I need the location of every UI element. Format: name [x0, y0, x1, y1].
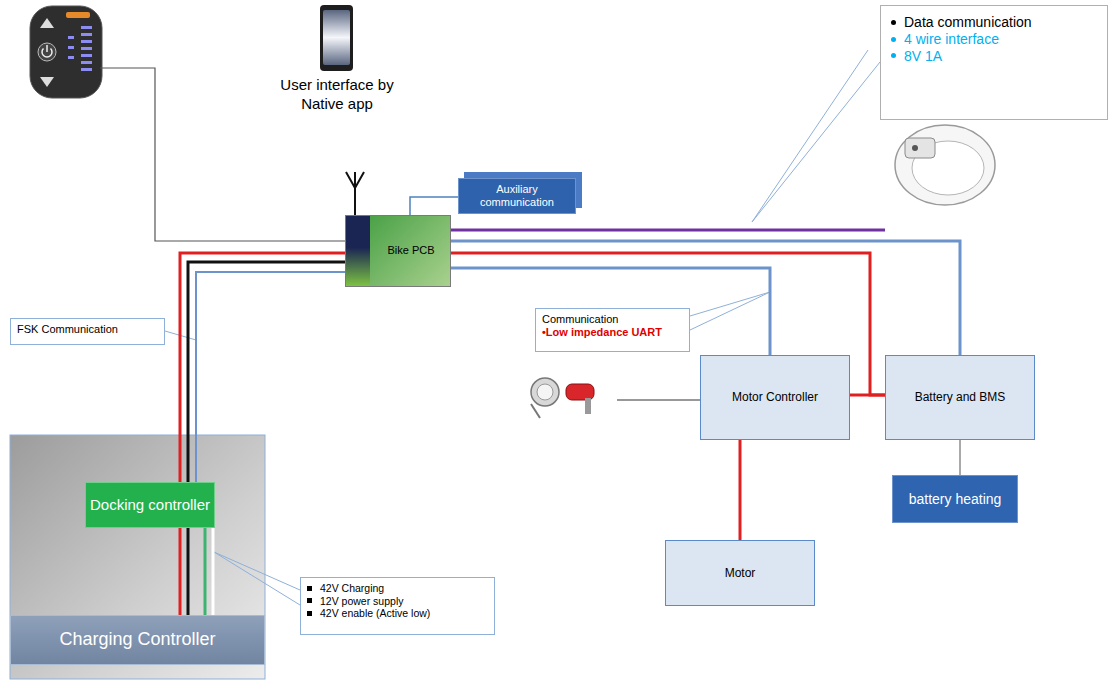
- process-box: Motor: [665, 540, 815, 606]
- node-text: 4 wire interface: [904, 31, 999, 47]
- text-row: Auxiliary communication: [463, 183, 571, 209]
- text-row: Communication: [542, 313, 618, 326]
- bullet-mark: [307, 611, 312, 616]
- remote-control: [30, 6, 102, 98]
- text-row: 42V Charging: [307, 582, 384, 595]
- note-callout: FSK Communication: [10, 318, 165, 345]
- wire-connector: [410, 197, 458, 215]
- text-row: battery heating: [909, 491, 1002, 508]
- wire-connector: [739, 440, 742, 540]
- wire-connector: [180, 253, 345, 615]
- node-text: Charging Controller: [59, 629, 215, 649]
- wire-connector: [204, 528, 207, 615]
- process-box: battery heating: [892, 475, 1018, 523]
- text-row: Charging Controller: [59, 629, 215, 651]
- lights-wire: [617, 400, 700, 401]
- text-row: 12V power supply: [307, 595, 403, 608]
- text-row: 8V 1A: [891, 48, 942, 65]
- note-callout: 42V Charging12V power supply42V enable (…: [300, 577, 495, 635]
- bullet-mark: [891, 53, 896, 58]
- node-text: Communication: [542, 313, 618, 325]
- lock-data-wire: [450, 229, 885, 232]
- text-row: 42V enable (Active low): [307, 607, 430, 620]
- note-callout: Data communication4 wire interface8V 1A: [880, 5, 1108, 120]
- text-row: 4 wire interface: [891, 31, 999, 48]
- docking-housing: [10, 435, 265, 679]
- text-row: Battery and BMS: [915, 390, 1006, 404]
- node-text: Motor Controller: [732, 390, 818, 404]
- wire-connector: [196, 272, 345, 482]
- caption-label: User interface by Native app: [272, 76, 402, 114]
- node-text: Auxiliary communication: [480, 183, 554, 208]
- process-box: Charging Controller: [10, 615, 265, 665]
- ring-lock: [895, 125, 995, 205]
- node-text: 42V enable (Active low): [320, 607, 430, 619]
- text-row: Docking controller: [90, 496, 210, 514]
- node-text: Bike PCB: [387, 244, 434, 256]
- node-text: 42V Charging: [320, 582, 384, 594]
- text-row: Motor: [725, 566, 756, 580]
- pcb-box: Bike PCB: [345, 215, 451, 287]
- bullet-mark: [891, 20, 896, 25]
- antenna: [346, 172, 364, 216]
- process-box: Docking controller: [85, 482, 215, 528]
- phone-icon: [320, 5, 353, 71]
- leader-lines: [165, 50, 880, 605]
- node-text: Docking controller: [90, 496, 210, 513]
- text-row: •Low impedance UART: [542, 326, 662, 339]
- wire-connector: [212, 528, 215, 615]
- wire-connector: [960, 440, 961, 475]
- text-row: Data communication: [891, 14, 1032, 31]
- remote-wire: [100, 68, 345, 241]
- node-text: Data communication: [904, 14, 1032, 30]
- node-text: Battery and BMS: [915, 390, 1006, 404]
- process-box: Auxiliary communication: [458, 178, 576, 214]
- bullet-mark: [891, 37, 896, 42]
- node-text: FSK Communication: [17, 323, 118, 335]
- text-row: Motor Controller: [732, 390, 818, 404]
- wire-connector: [451, 241, 960, 355]
- node-text: 12V power supply: [320, 595, 403, 607]
- text-row: FSK Communication: [17, 323, 118, 336]
- node-text: battery heating: [909, 491, 1002, 507]
- node-text: •Low impedance UART: [542, 326, 662, 338]
- process-box: Motor Controller: [700, 355, 850, 440]
- text-row: Bike PCB: [387, 244, 434, 257]
- bullet-mark: [307, 586, 312, 591]
- node-text: Motor: [725, 566, 756, 580]
- wire-connector: [188, 262, 345, 615]
- process-box: Battery and BMS: [885, 355, 1035, 440]
- note-callout: Communication•Low impedance UART: [535, 308, 690, 352]
- wire-connector: [451, 268, 770, 355]
- wire-connector: [850, 394, 885, 397]
- node-text: 8V 1A: [904, 48, 942, 64]
- bullet-mark: [307, 598, 312, 603]
- bike-lights: [531, 378, 594, 418]
